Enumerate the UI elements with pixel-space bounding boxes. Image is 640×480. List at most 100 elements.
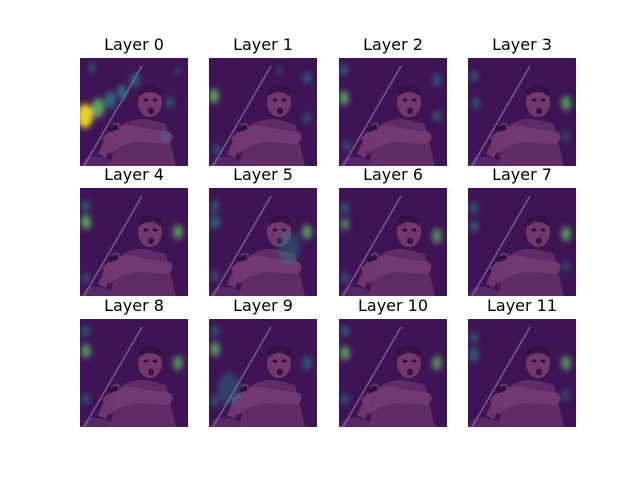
attention-heatmap-image — [468, 188, 576, 296]
attention-spot — [82, 200, 90, 212]
attention-spot — [562, 130, 570, 142]
athlete-silhouette — [339, 346, 435, 427]
attention-spot — [470, 70, 478, 82]
attention-heatmap-image — [468, 319, 576, 427]
attention-spot — [82, 272, 90, 284]
attention-spots — [80, 62, 182, 142]
attention-spot — [561, 226, 571, 242]
heatmap-overlay — [80, 319, 188, 427]
attention-spots — [470, 202, 571, 272]
attention-spot — [562, 389, 570, 401]
javelin-line — [212, 195, 272, 296]
javelin-line — [342, 195, 402, 296]
heatmap-overlay — [209, 319, 317, 427]
heatmap-overlay — [468, 188, 576, 296]
attention-spot — [341, 393, 349, 405]
attention-spot — [470, 220, 478, 232]
attention-heatmap-image — [209, 319, 317, 427]
attention-spot — [213, 144, 221, 156]
attention-spots — [469, 331, 571, 401]
heatmap-overlay — [468, 58, 576, 166]
javelin-line — [342, 326, 402, 427]
attention-heatmap-image — [209, 58, 317, 166]
attention-spots — [340, 325, 442, 405]
javelin-line — [471, 195, 531, 296]
attention-spot — [470, 331, 478, 343]
heatmap-panel — [80, 58, 188, 166]
attention-spot — [562, 260, 570, 272]
athlete-silhouette — [339, 85, 435, 166]
attention-spot — [91, 98, 105, 118]
attention-spot — [82, 393, 90, 405]
attention-spot — [210, 341, 220, 357]
heatmap-panel — [80, 188, 188, 296]
athlete-silhouette — [80, 215, 176, 296]
attention-spot — [432, 355, 442, 371]
heatmap-overlay — [339, 188, 447, 296]
attention-spots — [210, 200, 312, 282]
attention-heatmap-image — [80, 58, 188, 166]
attention-spot — [173, 224, 183, 240]
athlete-silhouette — [468, 215, 564, 296]
athlete-silhouette — [209, 346, 305, 427]
attention-spot — [343, 140, 351, 152]
javelin-line — [83, 195, 143, 296]
attention-heatmap-image — [80, 188, 188, 296]
heatmap-panel — [468, 58, 576, 166]
athlete-silhouette — [339, 215, 435, 296]
panel-title: Layer 2 — [363, 35, 423, 54]
attention-spot — [433, 74, 441, 86]
attention-spot — [341, 202, 349, 214]
attention-spot — [217, 372, 241, 406]
panel-title: Layer 5 — [233, 165, 293, 184]
attention-spot — [82, 325, 90, 337]
attention-heatmap-image — [80, 319, 188, 427]
attention-spot — [302, 355, 312, 371]
attention-spot — [302, 224, 312, 240]
attention-spot — [340, 345, 350, 361]
athlete-silhouette — [80, 85, 176, 166]
attention-spot — [472, 97, 480, 109]
attention-spots — [81, 325, 183, 405]
attention-spots — [209, 65, 311, 156]
heatmap-panel — [339, 188, 447, 296]
javelin-line — [212, 326, 272, 427]
attention-spots — [470, 70, 571, 142]
athlete-silhouette — [209, 85, 305, 166]
heatmap-panel — [339, 58, 447, 166]
attention-heatmap-image — [468, 58, 576, 166]
attention-spot — [339, 90, 349, 106]
attention-heatmap-image — [339, 319, 447, 427]
attention-spot — [209, 88, 219, 104]
panel-title: Layer 11 — [486, 296, 558, 315]
attention-heatmap-image — [339, 188, 447, 296]
attention-spot — [275, 65, 283, 75]
attention-heatmap-image — [209, 188, 317, 296]
attention-spot — [341, 272, 349, 284]
heatmap-overlay — [80, 188, 188, 296]
heatmap-overlay — [339, 58, 447, 166]
attention-spot — [211, 325, 219, 337]
attention-spot — [166, 97, 174, 109]
attention-spot — [561, 355, 571, 371]
athlete-silhouette — [80, 346, 176, 427]
attention-spot — [469, 347, 479, 363]
attention-spot — [104, 91, 116, 109]
attention-spot — [470, 202, 478, 214]
heatmap-panel — [209, 319, 317, 427]
panel-title: Layer 1 — [233, 35, 293, 54]
attention-spot — [81, 343, 91, 359]
heatmap-panel — [468, 188, 576, 296]
attention-spot — [303, 72, 311, 84]
heatmap-overlay — [468, 319, 576, 427]
attention-spot — [211, 395, 219, 407]
panel-title: Layer 4 — [104, 165, 164, 184]
panel-title: Layer 8 — [104, 296, 164, 315]
attention-spot — [303, 112, 311, 124]
attention-spot — [211, 200, 219, 212]
panel-title: Layer 7 — [492, 165, 552, 184]
heatmap-panel — [80, 319, 188, 427]
attention-spot — [161, 130, 169, 142]
javelin-line — [342, 65, 402, 166]
